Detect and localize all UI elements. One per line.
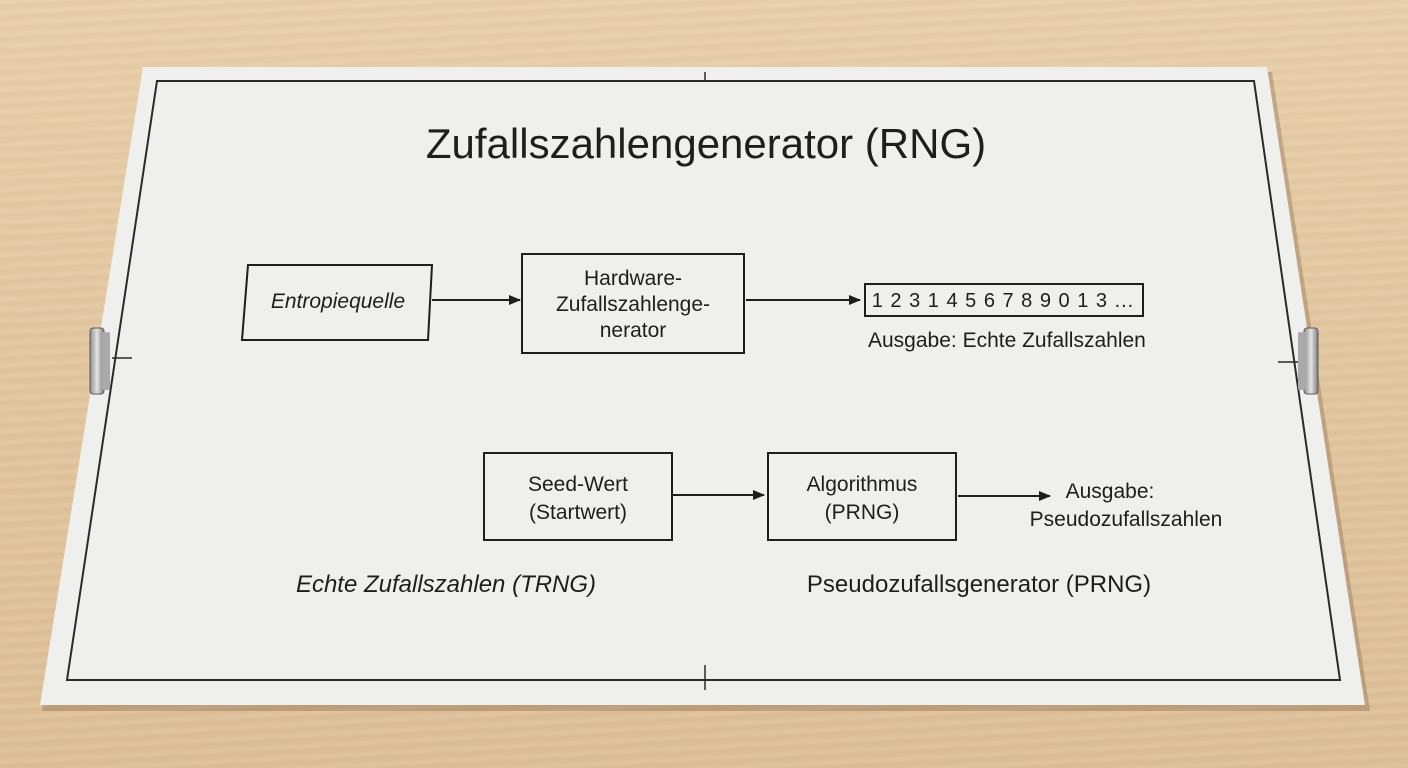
hardware-rng-label-line2: Zufallszahlenge-: [556, 293, 710, 316]
paper-frame: [65, 80, 1342, 681]
frame-tick-marks: [112, 72, 1300, 690]
hardware-rng-box: [521, 253, 745, 354]
paper-sheet: [40, 67, 1365, 705]
left-binder-clip: [89, 327, 110, 395]
hardware-rng-label-line1: Hardware-: [584, 267, 682, 290]
algorithm-label-line2: (PRNG): [825, 501, 900, 524]
trng-section-caption: Echte Zufallszahlen (TRNG): [296, 571, 596, 598]
entropy-source-label: Entropiequelle: [271, 290, 405, 313]
prng-output-label-line1: Ausgabe:: [1066, 480, 1155, 503]
algorithm-label-line1: Algorithmus: [807, 473, 918, 496]
seed-value-box: [483, 452, 673, 541]
seed-value-label-line1: Seed-Wert: [528, 473, 628, 496]
entropy-source-box: [240, 264, 434, 341]
trng-output-label: Ausgabe: Echte Zufallszahlen: [868, 329, 1146, 352]
random-number-sequence: 1 2 3 1 4 5 6 7 8 9 0 1 3 ...: [872, 290, 1135, 312]
prng-output-label-line2: Pseudozufallszahlen: [1030, 508, 1223, 531]
algorithm-box: [767, 452, 957, 541]
prng-section-caption: Pseudozufallsgenerator (PRNG): [807, 571, 1151, 598]
hardware-rng-label-line3: nerator: [600, 319, 667, 342]
diagram-title: Zufallszahlengenerator (RNG): [426, 120, 986, 167]
trng-flow: Entropiequelle Hardware- Zufallszahlenge…: [240, 253, 1146, 354]
random-number-output-box: [864, 283, 1144, 317]
prng-flow: Seed-Wert (Startwert) Algorithmus (PRNG)…: [483, 452, 1223, 541]
seed-value-label-line2: (Startwert): [529, 501, 627, 524]
right-binder-clip: [1298, 327, 1319, 395]
